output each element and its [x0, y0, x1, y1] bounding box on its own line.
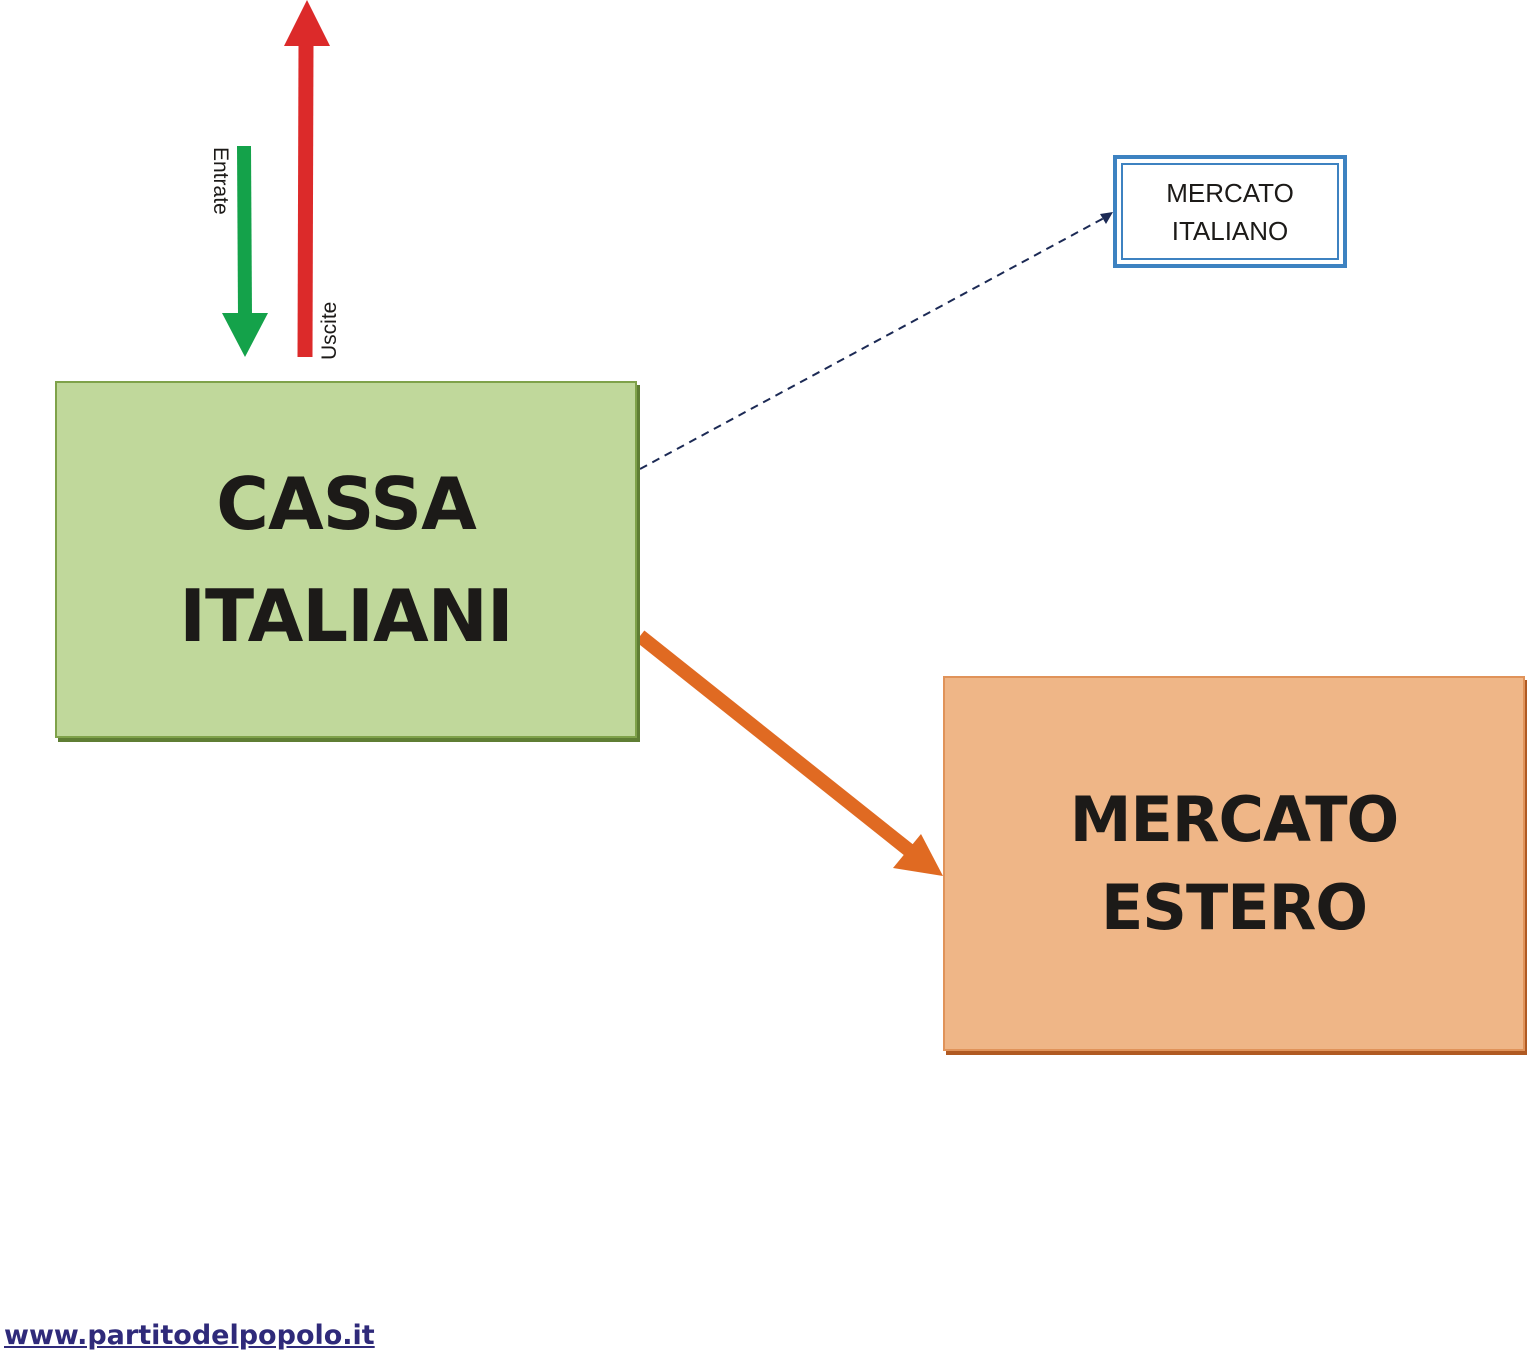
cassa-title-line2: ITALIANI — [179, 573, 513, 658]
entrate-label: Entrate — [209, 147, 232, 215]
italiano-title-line1: MERCATO — [1166, 177, 1294, 208]
mercato-estero-flow-arrow — [635, 630, 943, 876]
cassa-italiani-box: CASSA ITALIANI — [55, 381, 637, 738]
mercato-italiano-box: MERCATO ITALIANO — [1113, 155, 1347, 268]
uscite-label: Uscite — [318, 301, 341, 360]
mercato-italiano-inner-frame: MERCATO ITALIANO — [1121, 163, 1339, 260]
mercato-estero-box: MERCATO ESTERO — [943, 676, 1525, 1051]
mercato-italiano-flow-arrow — [639, 212, 1113, 470]
website-link[interactable]: www.partitodelpopolo.it — [4, 1320, 375, 1351]
cassa-title-line1: CASSA — [216, 461, 477, 546]
estero-title-line1: MERCATO — [1069, 782, 1399, 856]
entrate-arrow — [222, 145, 268, 357]
italiano-title-line2: ITALIANO — [1171, 215, 1289, 246]
estero-title-line2: ESTERO — [1100, 870, 1368, 944]
uscite-arrow — [284, 0, 330, 358]
